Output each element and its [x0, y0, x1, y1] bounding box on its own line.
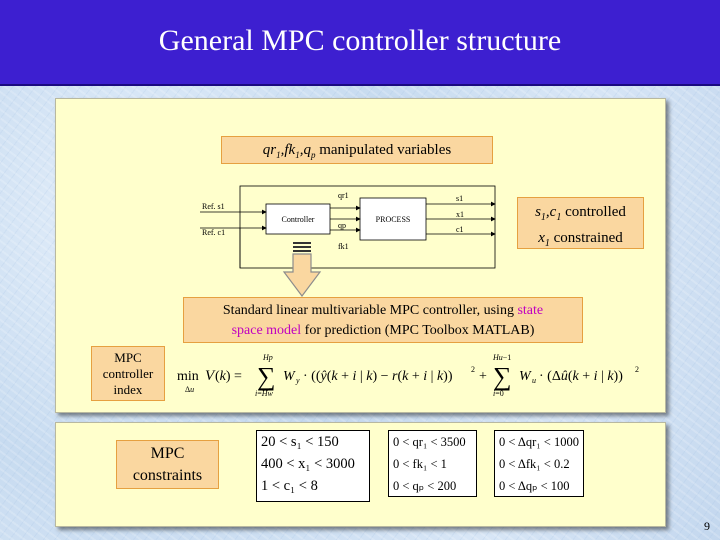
- svg-text:u: u: [532, 376, 536, 385]
- constraint-row: 1 < c₁ < 8: [261, 478, 318, 494]
- svg-text:· (Δû(k + i | k)): · (Δû(k + i | k)): [539, 369, 623, 384]
- standard-highlight-space-model: space model: [231, 323, 302, 338]
- index-line-1: MPC: [114, 350, 142, 365]
- output-constraints-table: 20 < s₁ < 150 400 < x₁ < 3000 1 < c₁ < 8: [256, 430, 370, 502]
- svg-text:· ((ŷ(k + i | k) − r(k + i | k: · ((ŷ(k + i | k) − r(k + i | k)): [303, 369, 453, 384]
- slide-title: General MPC controller structure: [158, 24, 562, 57]
- rate-constraints-table: 0 < Δqr₁ < 1000 0 < Δfk₁ < 0.2 0 < Δqₚ <…: [494, 430, 584, 497]
- controller-index-box: MPC controller index: [91, 346, 165, 401]
- constraint-row: 0 < Δqr₁ < 1000: [499, 435, 579, 449]
- block-diagram: Controller PROCESS Ref. s1 Ref. c1 qr1 q…: [200, 185, 496, 269]
- output-s1-label: s1: [456, 194, 463, 203]
- constraint-row: 400 < x₁ < 3000: [261, 456, 355, 472]
- constraint-row: 0 < qₚ < 200: [393, 479, 457, 493]
- controller-block: [265, 203, 331, 235]
- svg-text:W: W: [519, 369, 532, 384]
- svg-text:∑: ∑: [257, 362, 276, 391]
- signal-qr1-label: qr1: [338, 191, 349, 200]
- mpc-constraints-box: MPC constraints: [116, 440, 219, 489]
- signal-qp-label: qp: [338, 221, 346, 230]
- standard-mpc-box: Standard linear multivariable MPC contro…: [183, 297, 583, 343]
- constrained-label: constrained: [549, 230, 623, 246]
- manipulated-variables-label: manipulated variables: [315, 142, 452, 158]
- process-block: [359, 197, 427, 241]
- constraint-row: 0 < Δfk₁ < 0.2: [499, 457, 570, 471]
- standard-text-after: for prediction (MPC Toolbox MATLAB): [301, 323, 535, 338]
- svg-text:i=0: i=0: [493, 389, 504, 398]
- svg-text:min: min: [177, 369, 199, 384]
- manipulated-variables-box: qr1,fk1,qp manipulated variables: [221, 136, 493, 164]
- controlled-label: controlled: [561, 204, 626, 220]
- down-arrow-icon: [282, 242, 322, 297]
- svg-text:(k) =: (k) =: [215, 369, 242, 384]
- title-bar: General MPC controller structure: [0, 0, 720, 86]
- svg-text:W: W: [283, 369, 296, 384]
- svg-text:Δu: Δu: [185, 385, 194, 394]
- svg-text:Hu−1: Hu−1: [492, 353, 511, 362]
- index-line-3: index: [113, 382, 143, 397]
- svg-text:2: 2: [635, 365, 639, 374]
- cost-function-formula: min Δu V (k) = Hp ∑ i=Hw W y · ((ŷ(k + i…: [177, 353, 639, 398]
- svg-text:i=Hw: i=Hw: [255, 389, 274, 398]
- constraints-line-2: constraints: [132, 467, 203, 484]
- svg-text:V: V: [205, 368, 216, 384]
- ref-c1-label: Ref. c1: [202, 228, 225, 237]
- svg-text:∑: ∑: [493, 362, 512, 391]
- ref-s1-label: Ref. s1: [202, 202, 225, 211]
- page-number: 9: [704, 519, 710, 533]
- output-x1-label: x1: [456, 210, 464, 219]
- controlled-variables-box: s1,c1 controlled x1 constrained: [517, 197, 644, 249]
- process-label: PROCESS: [376, 215, 411, 224]
- svg-text:2: 2: [471, 365, 475, 374]
- output-c1-label: c1: [456, 225, 464, 234]
- constraints-line-1: MPC: [150, 445, 185, 462]
- standard-text-before: Standard linear multivariable MPC contro…: [222, 303, 518, 318]
- svg-text:y: y: [295, 376, 300, 385]
- svg-text:Hp: Hp: [262, 353, 273, 362]
- index-line-2: controller: [102, 366, 154, 381]
- constraint-row: 0 < Δqₚ < 100: [499, 479, 570, 493]
- constraint-row: 0 < qr₁ < 3500: [393, 435, 466, 449]
- signal-fk1-label: fk1: [338, 242, 349, 251]
- constraint-row: 20 < s₁ < 150: [261, 434, 339, 450]
- controller-label: Controller: [282, 215, 315, 224]
- constraint-row: 0 < fk₁ < 1: [393, 457, 447, 471]
- svg-text:+: +: [479, 369, 487, 384]
- standard-highlight-state: state: [517, 303, 544, 318]
- input-constraints-table: 0 < qr₁ < 3500 0 < fk₁ < 1 0 < qₚ < 200: [388, 430, 477, 497]
